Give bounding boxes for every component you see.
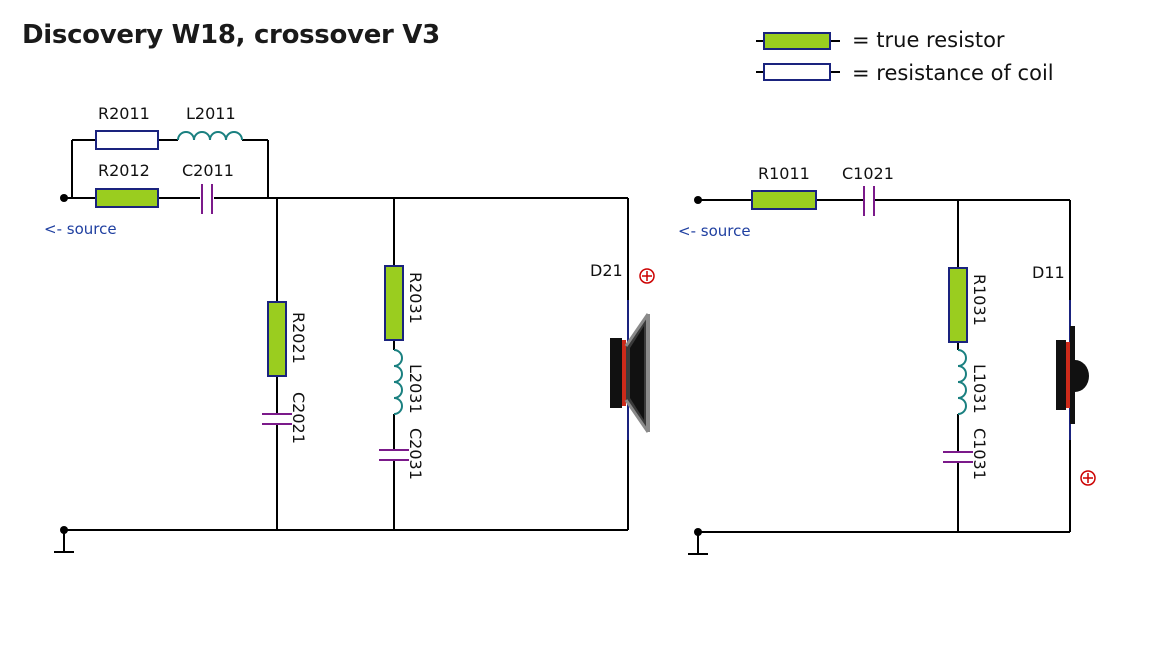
left-ground-terminal [60,526,68,534]
label-r2012: R2012 [98,161,150,180]
c2031-capacitor [379,449,409,461]
r2011-coil-resistor [95,130,159,150]
label-r1031: R1031 [970,274,989,326]
legend-true-resistor-label: = true resistor [852,28,1005,52]
label-l1031: L1031 [970,364,989,414]
tweeter-icon [1056,300,1089,440]
c2011-capacitor [201,184,213,214]
label-r2031: R2031 [406,272,425,324]
label-r2011: R2011 [98,104,150,123]
r1011-resistor [751,190,817,210]
label-c2031: C2031 [406,428,425,480]
c2021-capacitor [262,413,292,425]
label-l2031: L2031 [406,364,425,414]
l1031-inductor [957,349,967,415]
d11-polarity-plus-icon [1080,470,1096,486]
right-source-terminal [694,196,702,204]
left-source-terminal [60,194,68,202]
label-c1021: C1021 [842,164,894,183]
l2031-inductor [393,349,403,415]
label-d11: D11 [1032,263,1065,282]
c1031-capacitor [943,451,973,463]
legend-true-resistor-icon [756,32,840,50]
label-c1031: C1031 [970,428,989,480]
right-circuit-wires [688,199,1071,555]
r2012-resistor [95,188,159,208]
diagram-title: Discovery W18, crossover V3 [22,20,440,50]
label-c2011: C2011 [182,161,234,180]
r2021-resistor [267,301,287,377]
right-ground-terminal [694,528,702,536]
label-d21: D21 [590,261,623,280]
legend-coil-resistance-icon [756,63,840,81]
woofer-icon [610,300,650,440]
label-r1011: R1011 [758,164,810,183]
label-r2021: R2021 [289,312,308,364]
d21-polarity-plus-icon [639,268,655,284]
legend-coil-resistance-label: = resistance of coil [852,61,1054,85]
r1031-resistor [948,267,968,343]
right-source-label: <- source [678,222,751,240]
label-l2011: L2011 [186,104,236,123]
c1021-capacitor [863,186,875,216]
r2031-resistor [384,265,404,341]
l2011-inductor [177,131,243,141]
left-source-label: <- source [44,220,117,238]
label-c2021: C2021 [289,392,308,444]
